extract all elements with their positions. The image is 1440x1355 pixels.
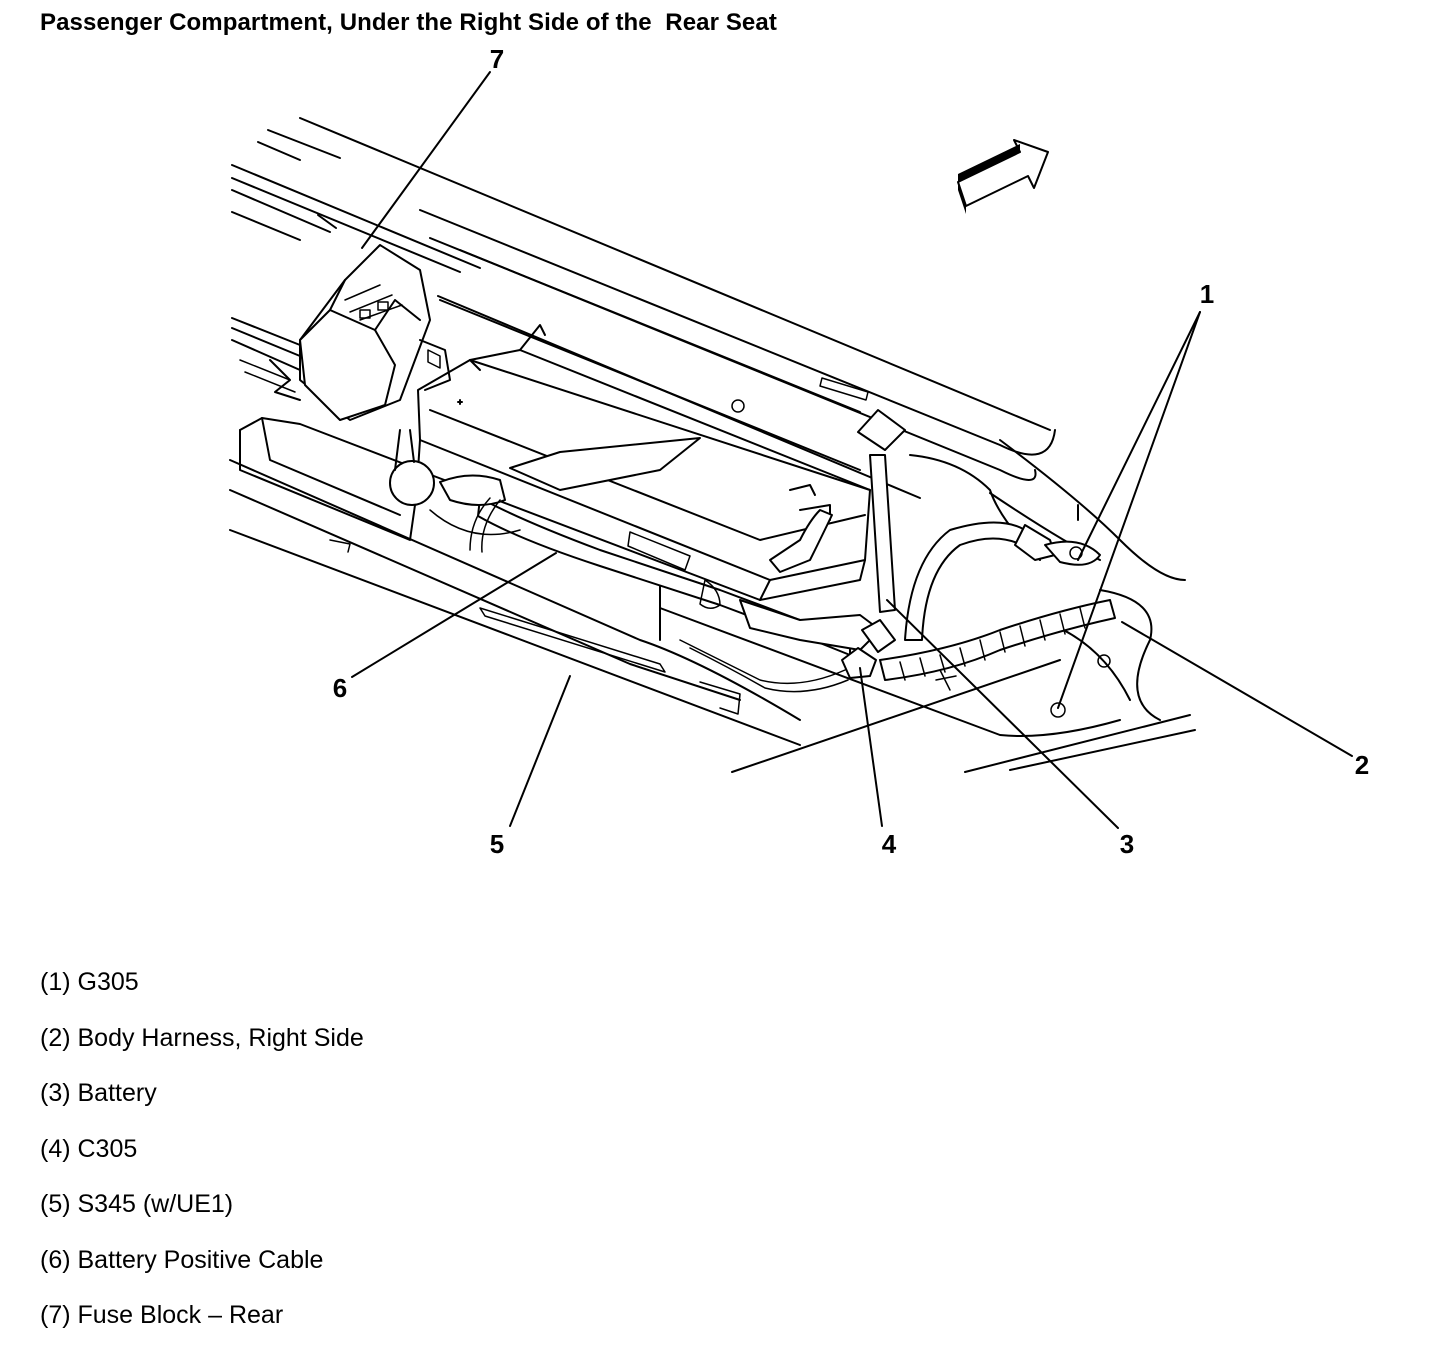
component-legend: (1) G305 (2) Body Harness, Right Side (3… <box>40 966 364 1355</box>
leader-3 <box>886 599 1119 829</box>
callout-1: 1 <box>1200 279 1214 309</box>
leader-5 <box>509 675 571 827</box>
fuse-block-drawing <box>231 244 451 421</box>
callout-4: 4 <box>882 829 897 859</box>
callout-leaders <box>351 71 1353 829</box>
leader-1a <box>1077 311 1201 561</box>
callout-2: 2 <box>1355 750 1369 780</box>
legend-item-battery-positive-cable: (6) Battery Positive Cable <box>40 1245 324 1274</box>
battery-holddown-rod-drawing <box>857 409 906 613</box>
legend-item-body-harness: (2) Body Harness, Right Side <box>40 1023 364 1052</box>
legend-item-battery: (3) Battery <box>40 1079 157 1107</box>
direction-arrow-icon <box>957 139 1049 214</box>
legend-item-fuse-block-rear: (7) Fuse Block – Rear <box>40 1301 284 1329</box>
component-location-diagram: 1 2 3 4 5 6 7 <box>229 44 1369 859</box>
floor-panel-outline <box>229 117 1196 773</box>
legend-item-c305: (4) C305 <box>40 1134 138 1163</box>
leader-2 <box>1121 621 1353 757</box>
battery-positive-cable-drawing <box>389 429 881 656</box>
ground-cable-drawing <box>904 504 1101 641</box>
leader-7 <box>361 71 491 249</box>
body-harness-drawing <box>679 599 1116 693</box>
legend-item-s345: (5) S345 (w/UE1) <box>40 1190 234 1218</box>
leader-1b <box>1057 311 1201 709</box>
callout-3: 3 <box>1120 829 1134 859</box>
callout-7: 7 <box>490 44 504 74</box>
legend-item-g305: (1) G305 <box>40 968 139 996</box>
ground-stud-drawing <box>1050 654 1111 718</box>
callout-6: 6 <box>333 673 347 703</box>
leader-6 <box>351 552 557 678</box>
callout-5: 5 <box>490 829 504 859</box>
leader-4 <box>859 667 883 827</box>
battery-drawing <box>417 324 871 641</box>
diagram-title: Passenger Compartment, Under the Right S… <box>40 9 777 36</box>
connector-c305-drawing <box>841 619 957 691</box>
